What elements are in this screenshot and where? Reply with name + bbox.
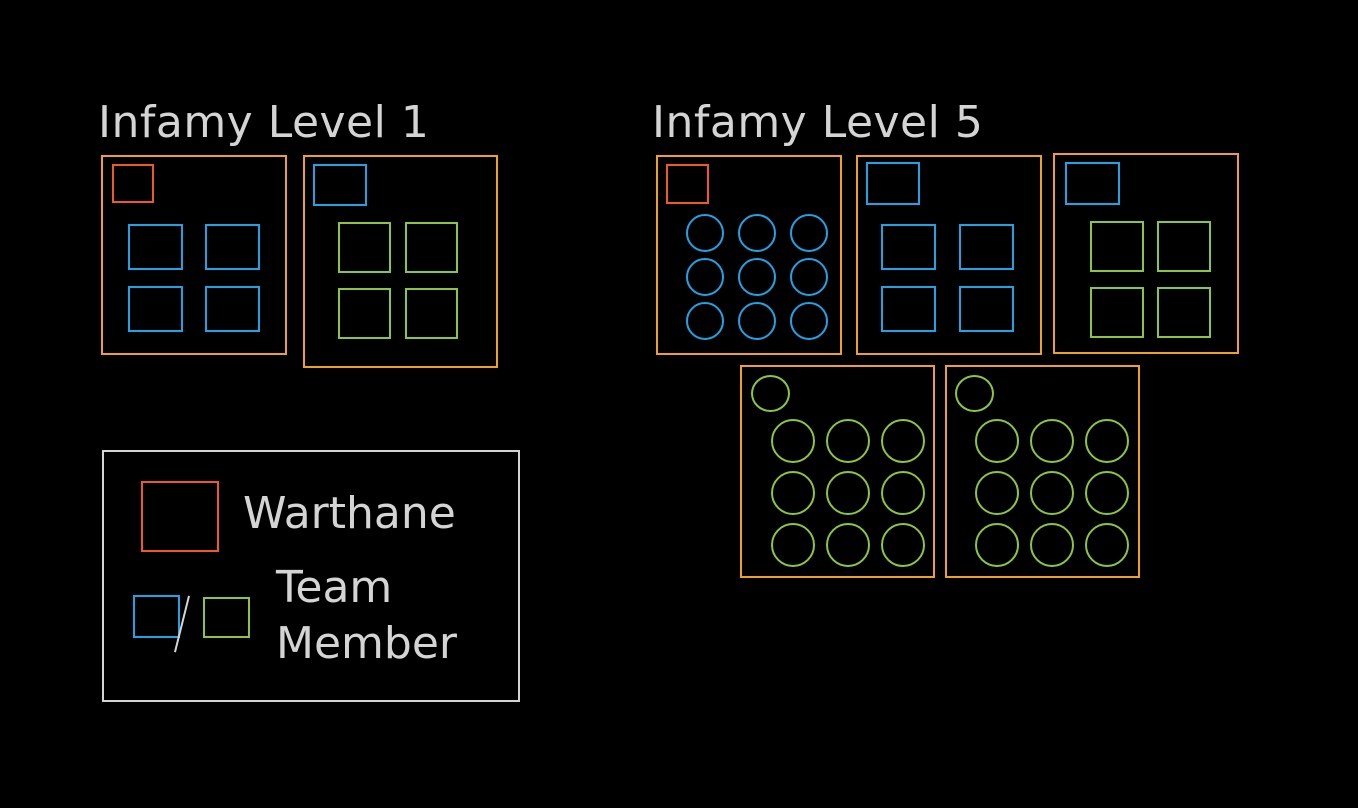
group-l5-warthane-blue-member (790, 214, 828, 252)
group-l5-green-green-b (945, 365, 1140, 578)
group-l5-green-green-a-member (881, 419, 925, 463)
group-l5-green-green-a-member (826, 523, 870, 567)
group-l5-green-green-b-member (1085, 523, 1129, 567)
group-l5-green-green-a-member (881, 523, 925, 567)
legend (102, 450, 520, 702)
group-l1-blue-green-member (338, 222, 391, 273)
group-l1-blue-green-member (338, 288, 391, 339)
group-l1-warthane-blue-member (128, 224, 183, 270)
group-l1-warthane-blue-member (205, 286, 260, 332)
group-l5-green-green-b-member (975, 471, 1019, 515)
group-l5-blue-green-member (1090, 221, 1144, 272)
group-l5-blue-blue-leader-team-member (866, 162, 920, 205)
group-l1-blue-green-member (405, 288, 458, 339)
group-l5-green-green-b-member (1030, 523, 1074, 567)
group-l5-green-green-a-member (826, 471, 870, 515)
group-l5-green-green-b-member (975, 419, 1019, 463)
group-l5-blue-blue-member (959, 224, 1014, 270)
group-l1-blue-green (303, 155, 498, 368)
legend-team-green-swatch (203, 597, 250, 638)
group-l5-blue-green-member (1157, 287, 1211, 338)
group-l5-blue-green-member (1157, 221, 1211, 272)
group-l1-warthane-blue-leader-warthane (112, 164, 154, 203)
group-l5-green-green-a-member (771, 419, 815, 463)
group-l1-blue-green-member (405, 222, 458, 273)
group-l5-warthane-blue-member (738, 214, 776, 252)
group-l5-green-green-b-member (1030, 419, 1074, 463)
group-l5-green-green-a-leader-team-member (751, 375, 790, 412)
group-l5-blue-green-leader-team-member (1065, 162, 1120, 205)
legend-warthane-swatch (141, 481, 219, 552)
legend-team-member-label-line2: Member (276, 618, 457, 669)
group-l5-green-green-b-leader-team-member (955, 375, 994, 412)
group-l5-warthane-blue-member (738, 302, 776, 340)
group-l1-warthane-blue (101, 155, 287, 355)
group-l1-warthane-blue-member (128, 286, 183, 332)
group-l5-warthane-blue-member (686, 258, 724, 296)
group-l5-green-green-a-member (826, 419, 870, 463)
group-l5-green-green-a-member (881, 471, 925, 515)
group-l5-green-green-b-member (1085, 471, 1129, 515)
group-l1-warthane-blue-member (205, 224, 260, 270)
group-l5-warthane-blue-leader-warthane (666, 164, 709, 204)
group-l5-warthane-blue-member (790, 258, 828, 296)
group-l5-blue-blue (856, 155, 1042, 355)
group-l5-warthane-blue (656, 155, 842, 355)
group-l5-blue-blue-member (881, 286, 936, 332)
group-l5-blue-blue-member (959, 286, 1014, 332)
group-l5-blue-green (1053, 153, 1239, 354)
group-l5-green-green-b-member (975, 523, 1019, 567)
group-l5-blue-green-member (1090, 287, 1144, 338)
group-l5-warthane-blue-member (790, 302, 828, 340)
legend-team-blue-swatch (133, 595, 180, 638)
legend-warthane-label: Warthane (243, 488, 456, 539)
group-l1-blue-green-leader-team-member (313, 164, 367, 206)
group-l5-blue-blue-member (881, 224, 936, 270)
group-l5-green-green-a-member (771, 523, 815, 567)
title-infamy-level-5: Infamy Level 5 (652, 97, 984, 148)
legend-team-member-label-line1: Team (276, 562, 393, 613)
group-l5-warthane-blue-member (738, 258, 776, 296)
group-l5-green-green-b-member (1030, 471, 1074, 515)
title-infamy-level-1: Infamy Level 1 (98, 97, 430, 148)
group-l5-warthane-blue-member (686, 214, 724, 252)
group-l5-green-green-a-member (771, 471, 815, 515)
group-l5-green-green-b-member (1085, 419, 1129, 463)
group-l5-green-green-a (740, 365, 935, 578)
group-l5-warthane-blue-member (686, 302, 724, 340)
